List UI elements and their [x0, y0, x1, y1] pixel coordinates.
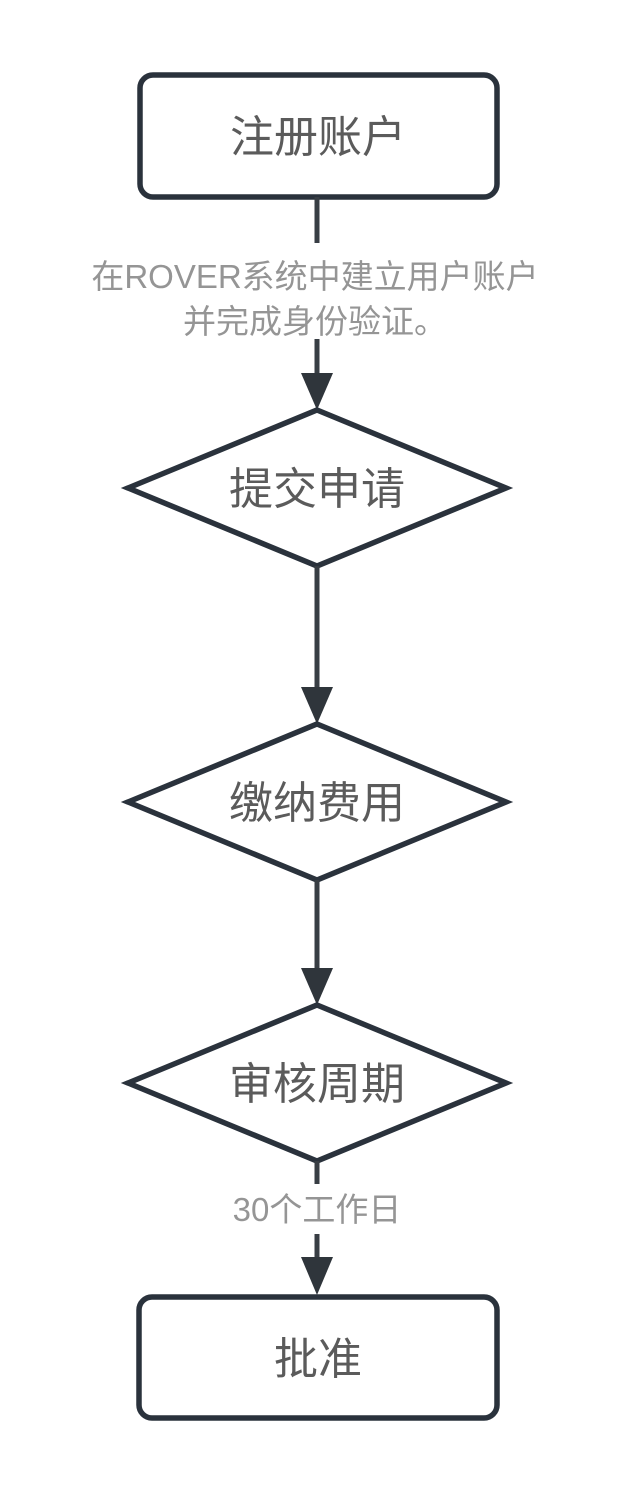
node-review-period: 审核周期 — [120, 1002, 514, 1164]
edge-submit-to-pay-arrowhead-icon — [301, 687, 333, 724]
node-pay-fees: 缴纳费用 — [120, 721, 514, 883]
edge-register-to-submit-label-line1: 在ROVER系统中建立用户账户 — [91, 258, 538, 295]
node-submit-application-label: 提交申请 — [229, 465, 405, 514]
edge-pay-to-review — [301, 880, 333, 1005]
node-register-account-label: 注册账户 — [230, 113, 406, 162]
node-pay-fees-label: 缴纳费用 — [229, 779, 405, 828]
edge-review-to-approve: 30个工作日 — [233, 1161, 402, 1295]
node-submit-application: 提交申请 — [120, 407, 514, 569]
node-approve: 批准 — [136, 1294, 500, 1421]
node-register-account: 注册账户 — [137, 72, 500, 200]
edge-submit-to-pay — [301, 566, 333, 724]
node-approve-label: 批准 — [274, 1335, 362, 1384]
edge-register-to-submit-arrowhead-icon — [301, 373, 333, 410]
edge-pay-to-review-arrowhead-icon — [301, 968, 333, 1005]
edge-register-to-submit-label-line2: 并完成身份验证。 — [183, 303, 447, 340]
edge-review-to-approve-label: 30个工作日 — [233, 1191, 402, 1228]
node-review-period-label: 审核周期 — [229, 1060, 405, 1109]
node-approve-shape — [136, 1294, 500, 1421]
edge-register-to-submit: 在ROVER系统中建立用户账户 并完成身份验证。 — [91, 197, 539, 410]
edge-review-to-approve-arrowhead-icon — [301, 1257, 333, 1295]
